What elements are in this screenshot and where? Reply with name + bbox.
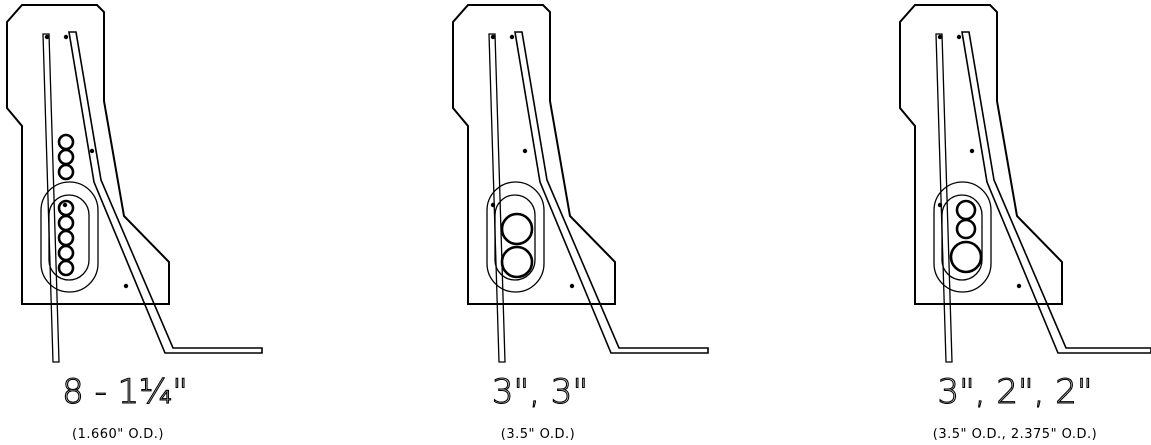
- conduit-circle: [500, 212, 534, 246]
- rebar-dot: [44, 34, 50, 40]
- rebar-dot: [956, 34, 962, 40]
- conduit-circle: [57, 133, 75, 151]
- bent-rebar: [514, 31, 709, 354]
- rebar-dot: [63, 34, 69, 40]
- outer-diameter-label: (1.660" O.D.): [72, 427, 164, 442]
- conduit-envelope-inner: [941, 194, 983, 281]
- barrier-section-1: 8 - 1¼" (1.660" O.D.): [6, 4, 263, 442]
- vertical-rebar: [935, 33, 953, 363]
- outer-diameter-label: (3.5" O.D., 2.375" O.D.): [933, 427, 1097, 442]
- outer-diameter-label: (3.5" O.D.): [501, 427, 575, 442]
- barrier-outline: [452, 4, 616, 305]
- bent-rebar: [68, 31, 263, 354]
- barrier-outline: [6, 4, 170, 305]
- conduit-circle: [57, 148, 75, 166]
- rebar-dot: [123, 283, 129, 289]
- conduit-size-label: 8 - 1¼": [62, 372, 188, 412]
- rebar-dot: [509, 34, 515, 40]
- rebar-dot: [937, 202, 943, 208]
- conduit-circle: [57, 163, 75, 181]
- conduit-envelope: [486, 181, 545, 293]
- conduit-circle: [500, 245, 534, 279]
- conduit-envelope-inner: [48, 194, 90, 281]
- rebar-dot: [490, 202, 496, 208]
- bent-rebar: [961, 31, 1151, 354]
- conduit-circle: [57, 214, 75, 232]
- conduit-envelope: [40, 181, 99, 293]
- rebar-dot: [937, 34, 943, 40]
- rebar-dot: [62, 202, 68, 208]
- conduit-group: [500, 212, 534, 279]
- conduit-circle: [955, 218, 977, 240]
- rebar-dot: [969, 148, 975, 154]
- conduit-group: [949, 199, 983, 274]
- conduit-envelope: [933, 181, 992, 293]
- conduit-size-label: 3", 2", 2": [937, 372, 1092, 412]
- conduit-envelope-inner: [494, 194, 536, 281]
- rebar-dot: [490, 34, 496, 40]
- rebar-dot: [569, 283, 575, 289]
- barrier-section-2: 3", 3" (3.5" O.D.): [452, 4, 709, 442]
- rebar-dot: [522, 148, 528, 154]
- vertical-rebar: [488, 33, 506, 363]
- barrier-outline: [899, 4, 1063, 305]
- conduit-size-label: 3", 3": [492, 372, 588, 412]
- rebar-dot: [89, 148, 95, 154]
- conduit-circle: [57, 244, 75, 262]
- rebar-dot: [1016, 283, 1022, 289]
- barrier-section-3: 3", 2", 2" (3.5" O.D., 2.375" O.D.): [899, 4, 1151, 442]
- conduit-circle: [949, 240, 983, 274]
- conduit-circle: [57, 259, 75, 277]
- conduit-circle: [955, 199, 977, 221]
- conduit-group: [57, 133, 75, 277]
- vertical-rebar: [42, 33, 60, 363]
- conduit-circle: [57, 229, 75, 247]
